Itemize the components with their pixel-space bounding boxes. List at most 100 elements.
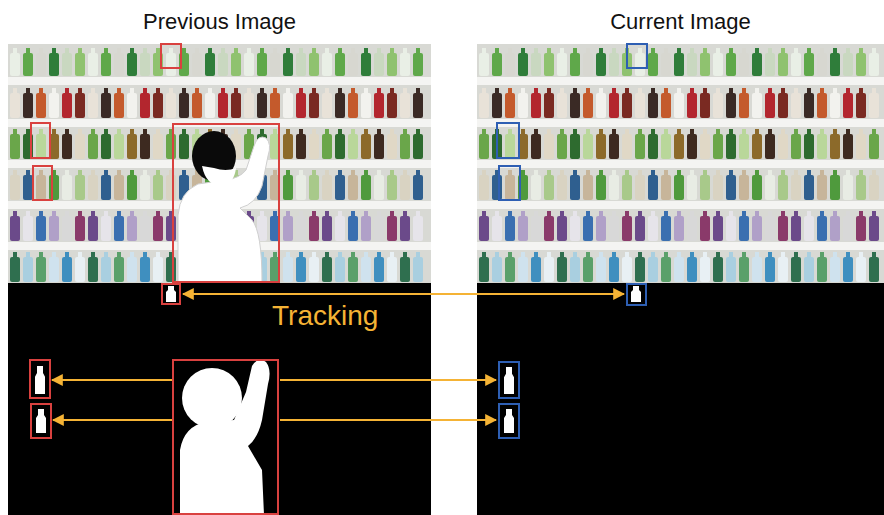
bottle [283, 53, 293, 76]
bottle [609, 257, 619, 282]
bottle [869, 257, 879, 282]
bottle-cap [729, 170, 733, 176]
bottle [166, 175, 176, 200]
bottle [322, 175, 332, 200]
bottle [557, 216, 567, 241]
bottle [88, 175, 98, 200]
bottle-cap [560, 252, 564, 258]
bottle [492, 257, 502, 282]
bottle-cap [560, 88, 564, 94]
bottle [739, 53, 749, 76]
bottle-cap [807, 170, 811, 176]
bottle [609, 134, 619, 159]
bottle [583, 53, 593, 76]
bottle-cap [338, 170, 342, 176]
bottle-cap [482, 252, 486, 258]
bottle [75, 134, 85, 159]
bottle-cap [325, 252, 329, 258]
bottle-cap [377, 170, 381, 176]
bottle-cap [586, 252, 590, 258]
bottle-cap [716, 170, 720, 176]
bottle-cap [716, 88, 720, 94]
bottle [179, 93, 189, 118]
bottle [231, 53, 241, 76]
bottle-cap [677, 252, 681, 258]
bottle [843, 53, 853, 76]
bottle [856, 257, 866, 282]
bottle [570, 134, 580, 159]
bottle [518, 93, 528, 118]
bottle [713, 216, 723, 241]
bottle-cap [534, 170, 538, 176]
bottle [791, 93, 801, 118]
bottle [75, 257, 85, 282]
bottle [570, 53, 580, 76]
bottle [804, 134, 814, 159]
bottle [635, 216, 645, 241]
bottle [739, 93, 749, 118]
bottle-cap [664, 211, 668, 217]
bottle [270, 53, 280, 76]
bottle-mask [504, 367, 514, 394]
bottle [36, 257, 46, 282]
bottle [778, 134, 788, 159]
bottle-cap [781, 170, 785, 176]
bottle [635, 175, 645, 200]
bottle-cap [390, 170, 394, 176]
bottle [114, 257, 124, 282]
bottle [127, 257, 137, 282]
bottle-cap [91, 88, 95, 94]
bottle-cap [872, 211, 876, 217]
photo-ground [8, 44, 431, 284]
bottle [583, 216, 593, 241]
bottle-cap [13, 88, 17, 94]
bottle-cap [78, 170, 82, 176]
bottle-cap [338, 252, 342, 258]
bottle [830, 134, 840, 159]
bottle [231, 93, 241, 118]
bottle-cap [612, 48, 616, 54]
bottle [674, 257, 684, 282]
bottle [387, 257, 397, 282]
tracking-arrow [280, 379, 496, 381]
bottle-cap [638, 48, 642, 54]
bottle-cap [638, 170, 642, 176]
bottle-cap [403, 48, 407, 54]
bottle-cap [286, 48, 290, 54]
detection-box [33, 166, 52, 200]
bottle-cap [377, 252, 381, 258]
bottle-cap [338, 129, 342, 135]
detection-box [30, 360, 50, 398]
bottle-cap [664, 252, 668, 258]
bottle-cap [859, 88, 863, 94]
bottle [609, 175, 619, 200]
bottle [296, 257, 306, 282]
bottle-cap [833, 252, 837, 258]
bottle [153, 93, 163, 118]
bottle-cap [39, 211, 43, 217]
bottle-cap [351, 170, 355, 176]
bottle-cap [286, 170, 290, 176]
bottle-cap [26, 211, 30, 217]
bottle [335, 216, 345, 241]
bottle [140, 93, 150, 118]
bottle-cap [260, 129, 264, 135]
mask-ground [477, 283, 884, 515]
bottle [283, 216, 293, 241]
bottle [309, 53, 319, 76]
bottle [609, 53, 619, 76]
bottle [296, 216, 306, 241]
bottle [700, 257, 710, 282]
bottle-cap [104, 211, 108, 217]
bottle-cap [403, 88, 407, 94]
bottle-cap [742, 211, 746, 217]
bottle [557, 175, 567, 200]
bottle [869, 216, 879, 241]
bottle-cap [78, 211, 82, 217]
bottle [166, 93, 176, 118]
bottle-cap [143, 48, 147, 54]
bottle-cap [820, 129, 824, 135]
bottle-cap [143, 252, 147, 258]
bottle [335, 134, 345, 159]
